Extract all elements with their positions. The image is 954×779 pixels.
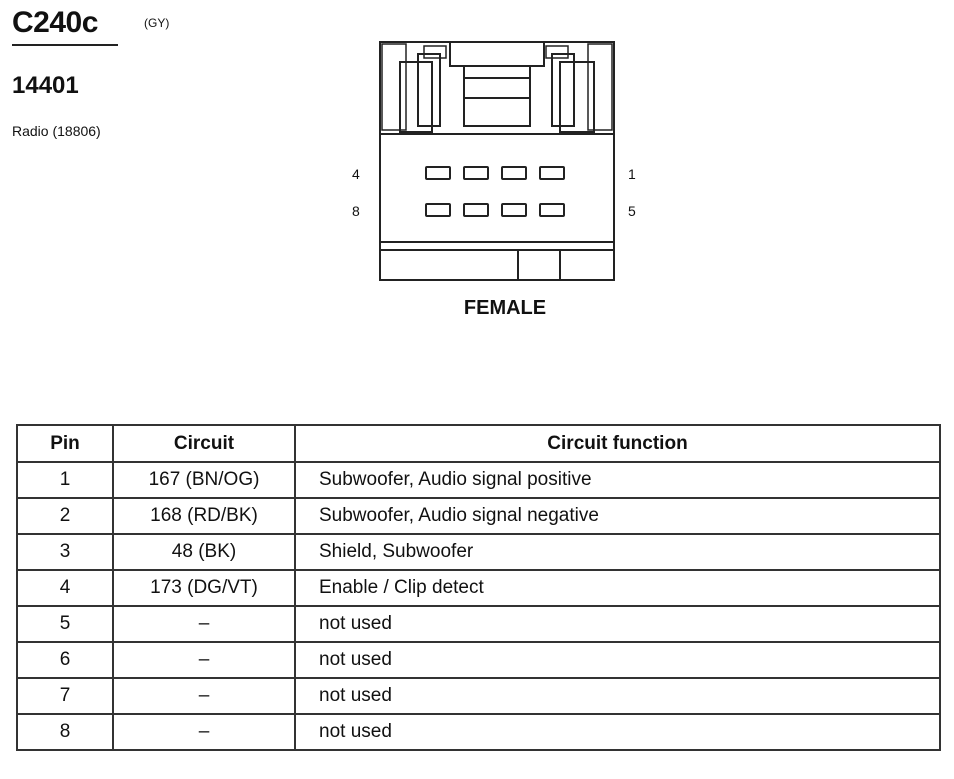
pin-label-1: 1 <box>628 166 636 182</box>
connector-color: (GY) <box>144 16 170 30</box>
function-cell: Shield, Subwoofer <box>294 533 941 571</box>
connector-gender: FEMALE <box>463 297 547 319</box>
circuit-cell: 167 (BN/OG) <box>112 461 296 499</box>
table-row: 1 167 (BN/OG) Subwoofer, Audio signal po… <box>16 461 941 499</box>
pin-cavities <box>425 166 565 217</box>
table-row: 4 173 (DG/VT) Enable / Clip detect <box>16 569 941 607</box>
table-row: 2 168 (RD/BK) Subwoofer, Audio signal ne… <box>16 497 941 535</box>
table-row: 7 – not used <box>16 677 941 715</box>
circuit-cell: 48 (BK) <box>112 533 296 571</box>
function-cell: not used <box>294 713 941 751</box>
function-cell: not used <box>294 605 941 643</box>
connector-id-underline <box>12 44 118 46</box>
pin-cell: 3 <box>16 533 114 571</box>
pin-label-4: 4 <box>352 166 360 182</box>
circuit-cell: – <box>112 641 296 679</box>
connector-id: C240c <box>12 6 98 39</box>
pin-cell: 1 <box>16 461 114 499</box>
pin-cell: 7 <box>16 677 114 715</box>
header-pin: Pin <box>16 424 114 463</box>
table-header-row: Pin Circuit Circuit function <box>16 424 941 463</box>
connector-body <box>379 133 615 281</box>
connector-diagram <box>379 41 615 281</box>
part-number: 14401 <box>12 72 79 99</box>
circuit-cell: – <box>112 605 296 643</box>
table-row: 8 – not used <box>16 713 941 751</box>
pin-cell: 4 <box>16 569 114 607</box>
function-cell: Enable / Clip detect <box>294 569 941 607</box>
function-cell: not used <box>294 677 941 715</box>
pin-label-5: 5 <box>628 203 636 219</box>
component-name: Radio (18806) <box>12 123 101 139</box>
pin-cell: 2 <box>16 497 114 535</box>
header-circuit: Circuit <box>112 424 296 463</box>
connector-latch <box>379 41 615 135</box>
header-circuit-function: Circuit function <box>294 424 941 463</box>
table-row: 5 – not used <box>16 605 941 643</box>
function-cell: Subwoofer, Audio signal negative <box>294 497 941 535</box>
pinout-table: Pin Circuit Circuit function 1 167 (BN/O… <box>16 424 941 751</box>
pin-label-8: 8 <box>352 203 360 219</box>
function-cell: not used <box>294 641 941 679</box>
function-cell: Subwoofer, Audio signal positive <box>294 461 941 499</box>
table-row: 6 – not used <box>16 641 941 679</box>
circuit-cell: 168 (RD/BK) <box>112 497 296 535</box>
pin-cell: 5 <box>16 605 114 643</box>
pin-cell: 8 <box>16 713 114 751</box>
circuit-cell: 173 (DG/VT) <box>112 569 296 607</box>
circuit-cell: – <box>112 713 296 751</box>
table-row: 3 48 (BK) Shield, Subwoofer <box>16 533 941 571</box>
circuit-cell: – <box>112 677 296 715</box>
pin-cell: 6 <box>16 641 114 679</box>
